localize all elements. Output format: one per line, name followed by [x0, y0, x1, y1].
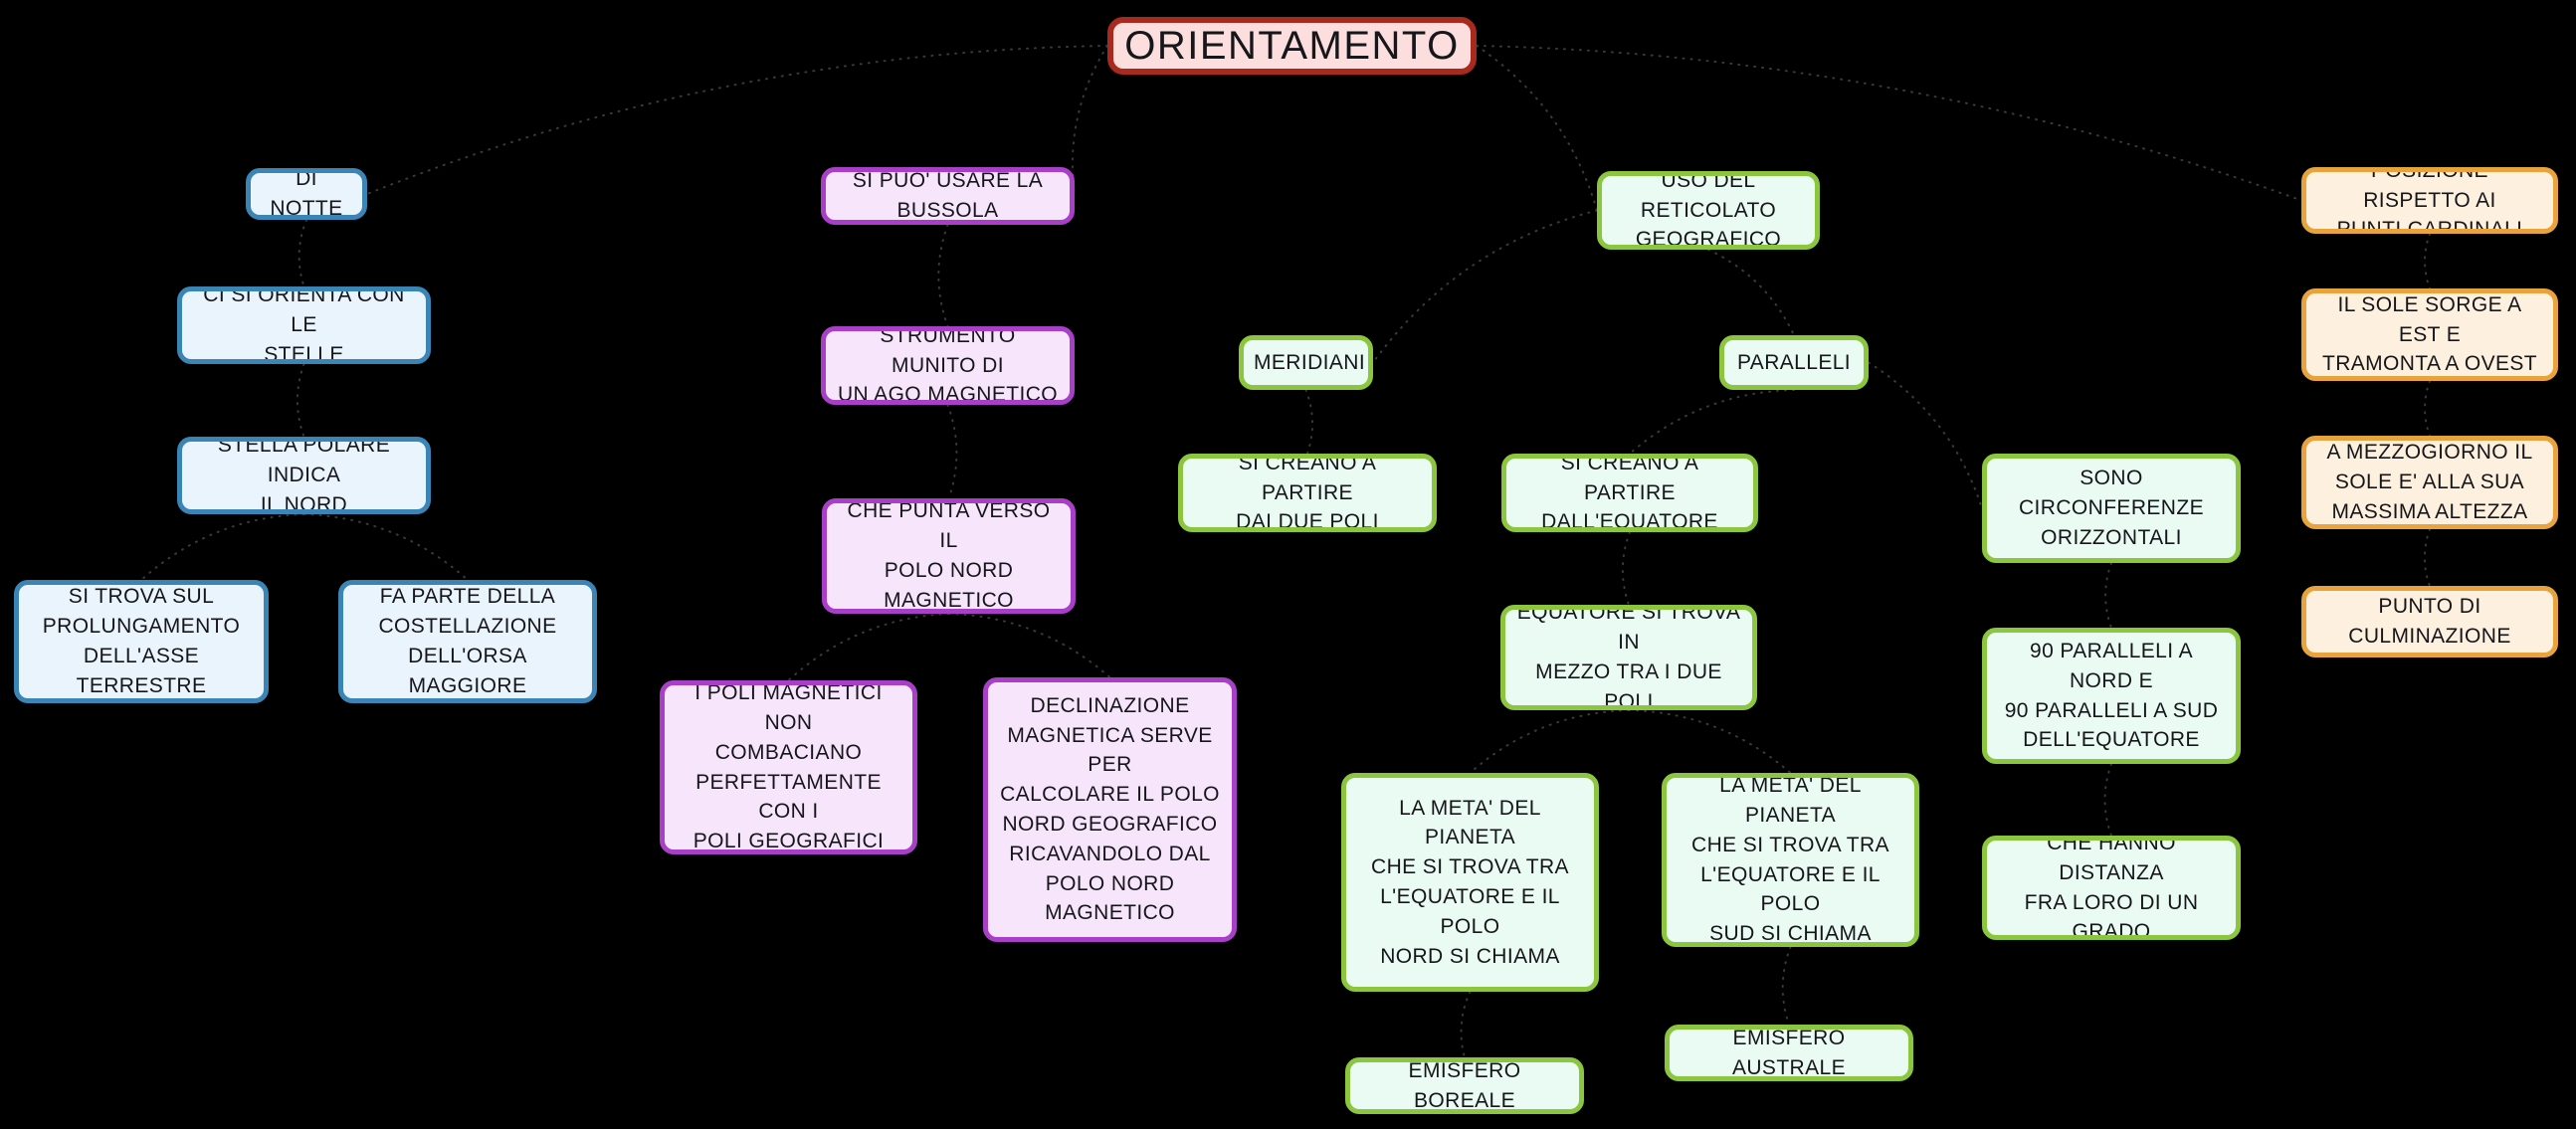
- node-root[interactable]: ORIENTAMENTO: [1107, 17, 1477, 75]
- node-posizione-rispetto-ai-punti-cardinali[interactable]: POSIZIONE RISPETTO AI PUNTI CARDINALI: [2301, 167, 2558, 234]
- connector-uso-del-reticolato-geografico-to-meridiani: [1372, 209, 1598, 364]
- node-label: SONO CIRCONFERENZE ORIZZONTALI: [2018, 467, 2205, 549]
- node-meridiani[interactable]: MERIDIANI: [1239, 335, 1373, 390]
- node-label: 90 PARALLELI A NORD E 90 PARALLELI A SUD…: [2004, 639, 2219, 752]
- node-stella-polare-indica-il-nord[interactable]: STELLA POLARE INDICA IL NORD: [177, 437, 431, 514]
- connector-il-sole-sorge-a-est-to-a-mezzogiorno-il-sole: [2424, 380, 2431, 437]
- node-di-notte[interactable]: DI NOTTE: [246, 168, 367, 220]
- node-si-trova-sul-prolungamento[interactable]: SI TROVA SUL PROLUNGAMENTO DELL'ASSE TER…: [14, 580, 269, 703]
- connector-strumento-munito-di-un-ago-magnetico-to-che-punta-verso-il-polo-nord-magnetico: [946, 404, 958, 499]
- node-la-meta-del-pianeta-sud[interactable]: LA META' DEL PIANETA CHE SI TROVA TRA L'…: [1662, 773, 1919, 947]
- node-si-creano-a-partire-dall-equatore[interactable]: SI CREANO A PARTIRE DALL'EQUATORE: [1501, 454, 1758, 532]
- connector-root-to-uso-del-reticolato-geografico: [1476, 45, 1598, 212]
- node-label: CHE PUNTA VERSO IL POLO NORD MAGNETICO: [847, 499, 1051, 612]
- node-punto-di-culminazione[interactable]: PUNTO DI CULMINAZIONE: [2301, 586, 2558, 658]
- node-label: SI CREANO A PARTIRE DALL'EQUATORE: [1541, 454, 1718, 532]
- node-label: EMISFERO AUSTRALE: [1731, 1026, 1847, 1079]
- node-label: PUNTO DI CULMINAZIONE: [2348, 595, 2511, 648]
- node-emisfero-boreale[interactable]: EMISFERO BOREALE: [1345, 1057, 1584, 1114]
- connector-meridiani-to-si-creano-a-partire-dai-due-poli: [1304, 389, 1314, 455]
- connector-paralleli-to-sono-circonferenze-orizzontali: [1868, 361, 1983, 509]
- node-label: CI SI ORIENTA CON LE STELLE: [203, 286, 405, 364]
- node-il-sole-sorge-a-est[interactable]: IL SOLE SORGE A EST E TRAMONTA A OVEST: [2301, 288, 2558, 381]
- node-label: EMISFERO BOREALE: [1408, 1058, 1521, 1112]
- connector-a-mezzogiorno-il-sole-to-punto-di-culminazione: [2423, 528, 2431, 587]
- node-label: LA META' DEL PIANETA CHE SI TROVA TRA L'…: [1691, 774, 1889, 946]
- connector-equatore-si-trova-in-mezzo-to-la-meta-del-pianeta-nord: [1469, 709, 1630, 774]
- node-che-hanno-distanza-fra-loro[interactable]: CHE HANNO DISTANZA FRA LORO DI UN GRADO: [1982, 836, 2241, 940]
- node-label: POSIZIONE RISPETTO AI PUNTI CARDINALI: [2336, 167, 2523, 234]
- node-si-puo-usare-la-bussola[interactable]: SI PUO' USARE LA BUSSOLA: [821, 167, 1075, 225]
- node-declinazione-magnetica[interactable]: DECLINAZIONE MAGNETICA SERVE PER CALCOLA…: [983, 677, 1237, 942]
- node-emisfero-australe[interactable]: EMISFERO AUSTRALE: [1665, 1025, 1913, 1081]
- connector-posizione-rispetto-ai-punti-cardinali-to-il-sole-sorge-a-est: [2424, 233, 2431, 289]
- node-ci-si-orienta-con-le-stelle[interactable]: CI SI ORIENTA CON LE STELLE: [177, 286, 431, 364]
- node-label: DECLINAZIONE MAGNETICA SERVE PER CALCOLA…: [1000, 693, 1220, 925]
- connector-la-meta-del-pianeta-nord-to-emisfero-boreale: [1460, 991, 1472, 1058]
- node-strumento-munito-di-un-ago-magnetico[interactable]: STRUMENTO MUNITO DI UN AGO MAGNETICO: [821, 326, 1075, 405]
- node-label: A MEZZOGIORNO IL SOLE E' ALLA SUA MASSIM…: [2326, 441, 2533, 523]
- node-label: PARALLELI: [1736, 350, 1852, 374]
- node-i-poli-magnetici-non-combaciano[interactable]: I POLI MAGNETICI NON COMBACIANO PERFETTA…: [660, 680, 917, 854]
- connector-ci-si-orienta-con-le-stelle-to-stella-polare-indica-il-nord: [297, 363, 305, 438]
- connector-la-meta-del-pianeta-sud-to-emisfero-australe: [1781, 946, 1792, 1026]
- node-label: EQUATORE SI TROVA IN MEZZO TRA I DUE POL…: [1516, 605, 1741, 710]
- connector-uso-del-reticolato-geografico-to-paralleli: [1707, 249, 1795, 336]
- node-label: SI TROVA SUL PROLUNGAMENTO DELL'ASSE TER…: [42, 585, 241, 697]
- connector-stella-polare-indica-il-nord-to-si-trova-sul-prolungamento: [140, 513, 305, 581]
- node-label: LA META' DEL PIANETA CHE SI TROVA TRA L'…: [1371, 796, 1569, 968]
- node-fa-parte-della-costellazione[interactable]: FA PARTE DELLA COSTELLAZIONE DELL'ORSA M…: [338, 580, 597, 703]
- connector-root-to-si-puo-usare-la-bussola: [1071, 45, 1108, 197]
- node-che-punta-verso-il-polo-nord-magnetico[interactable]: CHE PUNTA VERSO IL POLO NORD MAGNETICO: [822, 498, 1076, 614]
- node-label: DI NOTTE: [270, 168, 343, 220]
- connector-che-punta-verso-il-polo-nord-magnetico-to-declinazione-magnetica: [947, 613, 1111, 678]
- connector-equatore-si-trova-in-mezzo-to-la-meta-del-pianeta-sud: [1628, 709, 1792, 774]
- connector-stella-polare-indica-il-nord-to-fa-parte-della-costellazione: [302, 513, 469, 581]
- connector-90-paralleli-nord-sud-to-che-hanno-distanza-fra-loro: [2103, 763, 2112, 837]
- node-equatore-si-trova-in-mezzo[interactable]: EQUATORE SI TROVA IN MEZZO TRA I DUE POL…: [1500, 605, 1757, 710]
- connector-di-notte-to-ci-si-orienta-con-le-stelle: [297, 219, 307, 287]
- node-label: FA PARTE DELLA COSTELLAZIONE DELL'ORSA M…: [378, 585, 557, 697]
- node-label: MERIDIANI: [1254, 350, 1366, 374]
- node-label: IL SOLE SORGE A EST E TRAMONTA A OVEST: [2321, 292, 2538, 376]
- node-label: ORIENTAMENTO: [1124, 23, 1460, 68]
- node-paralleli[interactable]: PARALLELI: [1719, 335, 1869, 390]
- node-uso-del-reticolato-geografico[interactable]: USO DEL RETICOLATO GEOGRAFICO: [1597, 171, 1820, 250]
- node-label: USO DEL RETICOLATO GEOGRAFICO: [1635, 171, 1782, 250]
- connector-si-creano-a-partire-dall-equatore-to-equatore-si-trova-in-mezzo: [1621, 531, 1631, 606]
- node-a-mezzogiorno-il-sole[interactable]: A MEZZOGIORNO IL SOLE E' ALLA SUA MASSIM…: [2301, 436, 2558, 529]
- node-label: CHE HANNO DISTANZA FRA LORO DI UN GRADO: [2024, 836, 2199, 940]
- node-label: SI PUO' USARE LA BUSSOLA: [852, 169, 1044, 222]
- connector-sono-circonferenze-orizzontali-to-90-paralleli-nord-sud: [2104, 562, 2112, 629]
- node-sono-circonferenze-orizzontali[interactable]: SONO CIRCONFERENZE ORIZZONTALI: [1982, 454, 2241, 563]
- node-label: STRUMENTO MUNITO DI UN AGO MAGNETICO: [837, 326, 1059, 405]
- connector-paralleli-to-si-creano-a-partire-dall-equatore: [1629, 389, 1795, 455]
- node-label: STELLA POLARE INDICA IL NORD: [217, 437, 391, 514]
- connector-che-punta-verso-il-polo-nord-magnetico-to-i-poli-magnetici-non-combaciano: [787, 613, 950, 681]
- node-si-creano-a-partire-dai-due-poli[interactable]: SI CREANO A PARTIRE DAI DUE POLI: [1178, 454, 1437, 532]
- node-label: SI CREANO A PARTIRE DAI DUE POLI: [1236, 454, 1379, 532]
- node-label: I POLI MAGNETICI NON COMBACIANO PERFETTA…: [693, 681, 885, 853]
- node-90-paralleli-nord-sud[interactable]: 90 PARALLELI A NORD E 90 PARALLELI A SUD…: [1982, 628, 2241, 764]
- node-la-meta-del-pianeta-nord[interactable]: LA META' DEL PIANETA CHE SI TROVA TRA L'…: [1341, 773, 1599, 992]
- connector-si-puo-usare-la-bussola-to-strumento-munito-di-un-ago-magnetico: [937, 224, 949, 327]
